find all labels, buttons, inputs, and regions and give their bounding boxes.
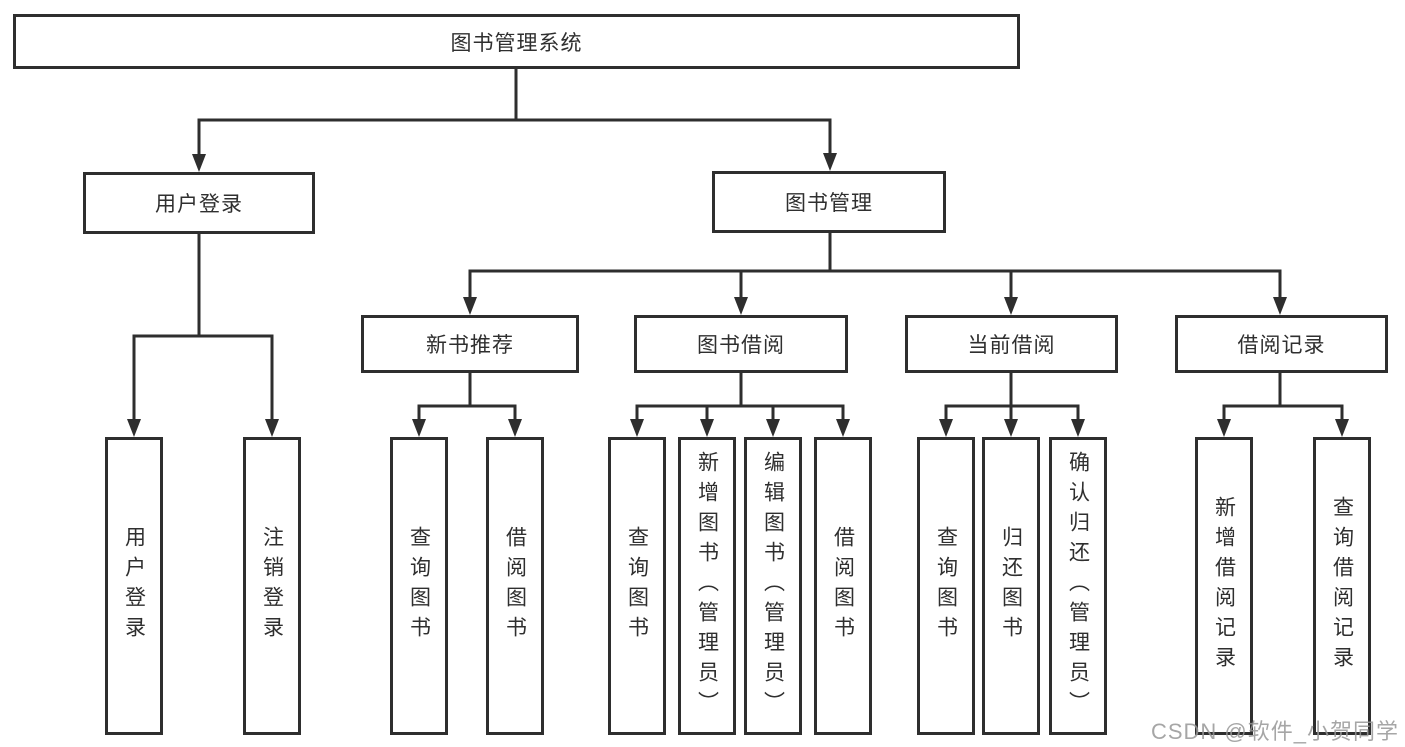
node-book-management: 图书管理 [712,171,946,233]
node-borrowing-records: 借阅记录 [1175,315,1388,373]
leaf-borrow-books: 借阅图书 [814,437,872,735]
csdn-watermark: CSDN @软件_小贺同学 [1150,719,1399,744]
leaf-confirm-return-admin: 确认归还（管理员） [1049,437,1107,735]
leaf-user-login: 用户登录 [105,437,163,735]
node-book-borrowing: 图书借阅 [634,315,848,373]
leaf-query-borrow-record: 查询借阅记录 [1313,437,1371,735]
leaf-borrow-books-recommend: 借阅图书 [486,437,544,735]
leaf-query-books-recommend: 查询图书 [390,437,448,735]
leaf-add-books-admin: 新增图书（管理员） [678,437,736,735]
node-new-book-recommendation: 新书推荐 [361,315,579,373]
leaf-query-books-current: 查询图书 [917,437,975,735]
node-user-login: 用户登录 [83,172,315,234]
node-current-borrowing: 当前借阅 [905,315,1118,373]
leaf-add-borrow-record: 新增借阅记录 [1195,437,1253,735]
leaf-query-books-borrow: 查询图书 [608,437,666,735]
leaf-edit-books-admin: 编辑图书（管理员） [744,437,802,735]
leaf-return-books: 归还图书 [982,437,1040,735]
node-root-system: 图书管理系统 [13,14,1020,69]
leaf-logout: 注销登录 [243,437,301,735]
